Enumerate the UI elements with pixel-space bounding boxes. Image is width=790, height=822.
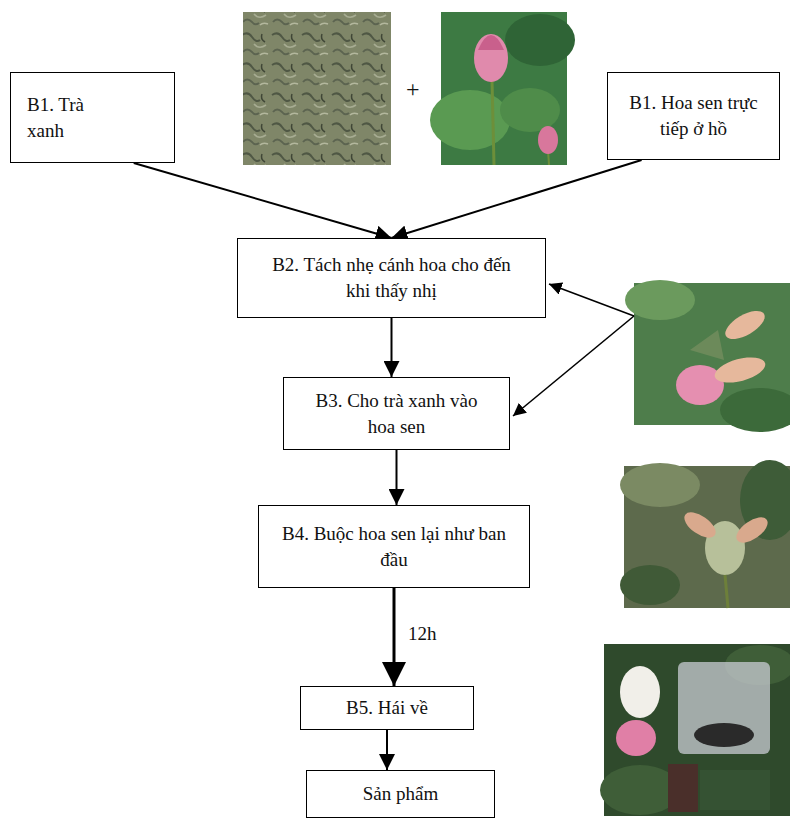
flow-arrow xyxy=(391,318,393,377)
lotus-bud-tip xyxy=(478,35,504,50)
tea-bag xyxy=(678,662,770,754)
tea-in-bag xyxy=(694,723,754,747)
process-box: B1. Hoa sen trực tiếp ở hồ xyxy=(607,72,780,160)
lotus-flower xyxy=(620,666,660,718)
flow-arrow xyxy=(386,730,388,770)
lotus-leaf xyxy=(500,88,560,132)
box-label: B2. Tách nhẹ cánh hoa cho đến khi thấy n… xyxy=(262,252,522,303)
box-label: B1. Hoa sen trực tiếp ở hồ xyxy=(629,90,759,141)
box-label: B4. Buộc hoa sen lại như ban đầu xyxy=(279,521,509,572)
tying-photo xyxy=(620,460,790,608)
lotus-bud xyxy=(474,34,508,82)
lotus-stem xyxy=(492,80,494,165)
product-photo xyxy=(600,644,790,816)
process-box: B1. Trà xanh xyxy=(10,72,175,163)
lotus-bud xyxy=(538,126,558,154)
process-box: B4. Buộc hoa sen lại như ban đầu xyxy=(258,505,530,588)
hand xyxy=(721,305,769,344)
lotus-photo xyxy=(430,12,575,165)
lotus-stem xyxy=(725,575,728,608)
tea-photo xyxy=(243,12,391,165)
flow-arrow xyxy=(396,450,398,505)
duration-label: 12h xyxy=(406,623,439,645)
tea-leaves xyxy=(243,12,391,165)
petal xyxy=(690,330,724,360)
box-label: Sản phẩm xyxy=(363,781,438,807)
lotus-flower xyxy=(616,720,656,756)
hand xyxy=(712,353,768,388)
pointer-arrow xyxy=(513,316,634,416)
flow-arrow xyxy=(393,588,396,686)
pointer-arrow xyxy=(549,284,634,316)
wrapped-tea xyxy=(700,770,770,810)
flow-arrow xyxy=(134,163,392,238)
process-box: B2. Tách nhẹ cánh hoa cho đến khi thấy n… xyxy=(237,238,546,318)
box-label: B1. Trà xanh xyxy=(27,92,107,143)
process-box: B5. Hái về xyxy=(300,686,474,730)
flow-arrow xyxy=(392,160,642,238)
lotus-leaf xyxy=(625,280,695,320)
process-box: Sản phẩm xyxy=(306,770,495,818)
plus-sign: + xyxy=(404,76,422,103)
opening-photo xyxy=(513,280,790,432)
lotus-leaf xyxy=(620,463,700,507)
lotus-leaf xyxy=(430,90,510,150)
hand xyxy=(732,512,772,547)
process-box: B3. Cho trà xanh vào hoa sen xyxy=(283,377,510,450)
tea-box xyxy=(668,764,698,812)
hand xyxy=(680,507,720,542)
lotus-leaf xyxy=(720,388,790,432)
box-label: B5. Hái về xyxy=(346,695,428,721)
lotus-leaf xyxy=(505,14,575,66)
lotus-leaf xyxy=(620,565,680,605)
box-label: B3. Cho trà xanh vào hoa sen xyxy=(307,388,487,439)
